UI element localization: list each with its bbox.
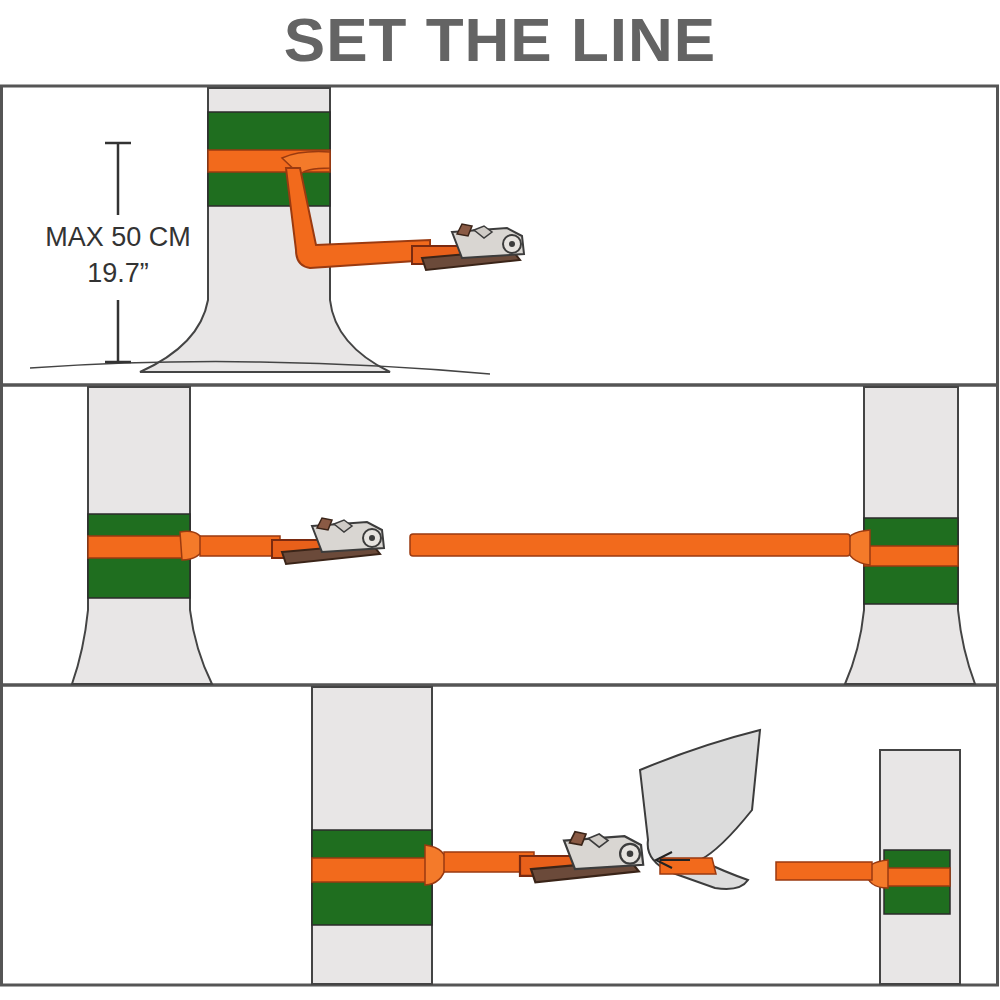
dimension-label: MAX 50 CM	[43, 222, 193, 253]
title: SET THE LINE	[0, 4, 1000, 75]
dimension-label: 19.7”	[85, 258, 151, 289]
